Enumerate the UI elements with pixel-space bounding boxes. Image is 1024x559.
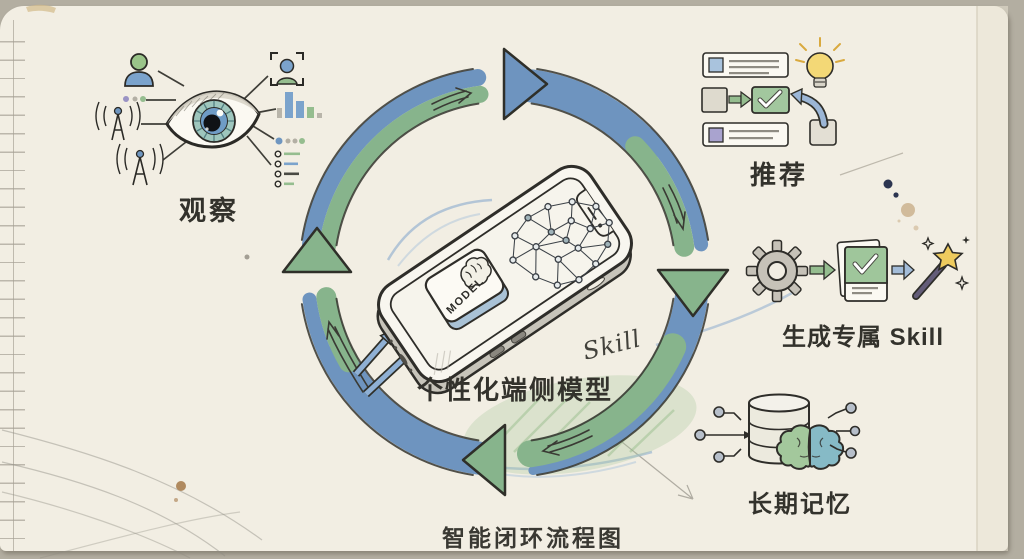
- checkbox-icon: [751, 86, 790, 114]
- generate-skill-icons: [745, 236, 970, 303]
- stain: [176, 481, 186, 491]
- dots-row-icon: [123, 96, 146, 102]
- list-card: [702, 52, 789, 78]
- memory-label: 长期记忆: [748, 491, 852, 518]
- loop-ring: [281, 47, 730, 497]
- tape-mark: [26, 4, 56, 13]
- observe-connector-lines: [141, 70, 277, 166]
- recommend-label: 推荐: [749, 160, 809, 190]
- recommend-icons: [701, 37, 845, 147]
- arrow-right-green: [809, 259, 837, 281]
- loop-arrowhead-top: [502, 47, 549, 121]
- magic-wand-icon: [912, 236, 970, 300]
- loop-arrowhead-left: [281, 226, 353, 274]
- notebook-margin-ticks: [0, 24, 25, 549]
- chip-brain-doodle: [460, 256, 492, 288]
- bar-chart-icon: [277, 92, 322, 118]
- arrow-right-green: [728, 90, 752, 109]
- brain-icon: [775, 424, 845, 470]
- antenna-icon: [116, 143, 164, 186]
- list-icon: [274, 150, 300, 188]
- user-icon: [124, 53, 154, 87]
- curved-arrow-blue: [789, 87, 829, 129]
- antenna-icon: [95, 101, 141, 141]
- arrow-right-blue: [891, 259, 915, 281]
- circuit-nodes-right: [827, 402, 861, 459]
- neural-network-icon: [509, 198, 613, 289]
- notebook-margin-line: [13, 20, 14, 551]
- stain: [901, 203, 915, 217]
- thin-flow-arrows: [326, 87, 686, 456]
- face-scan-icon: [270, 52, 304, 86]
- paper-decorations: [1, 4, 1008, 559]
- lightbulb-icon: [795, 37, 845, 88]
- ink-dot: [893, 192, 899, 198]
- checked-document-icon: [836, 239, 888, 302]
- memory-icons: [694, 393, 861, 470]
- generate-skill-label: 生成专属 Skill: [781, 324, 945, 351]
- item-box: [701, 87, 728, 113]
- model-chip: MODEL: [424, 248, 509, 331]
- list-card: [702, 122, 789, 147]
- dots-row-icon: [275, 137, 305, 145]
- diagram-caption: 智能闭环流程图: [442, 525, 624, 551]
- observe-icons: [95, 52, 322, 188]
- observe-label: 观察: [179, 196, 239, 226]
- loop-arrowhead-right: [656, 268, 730, 318]
- eye-icon: [165, 90, 261, 149]
- circuit-nodes-left: [694, 406, 752, 463]
- gear-icon: [745, 239, 809, 303]
- device-model-label: 个性化端侧模型: [416, 375, 614, 405]
- ink-dot: [883, 179, 893, 189]
- phone: MODEL: [376, 164, 633, 395]
- loop-arrowhead-bottom: [461, 423, 507, 497]
